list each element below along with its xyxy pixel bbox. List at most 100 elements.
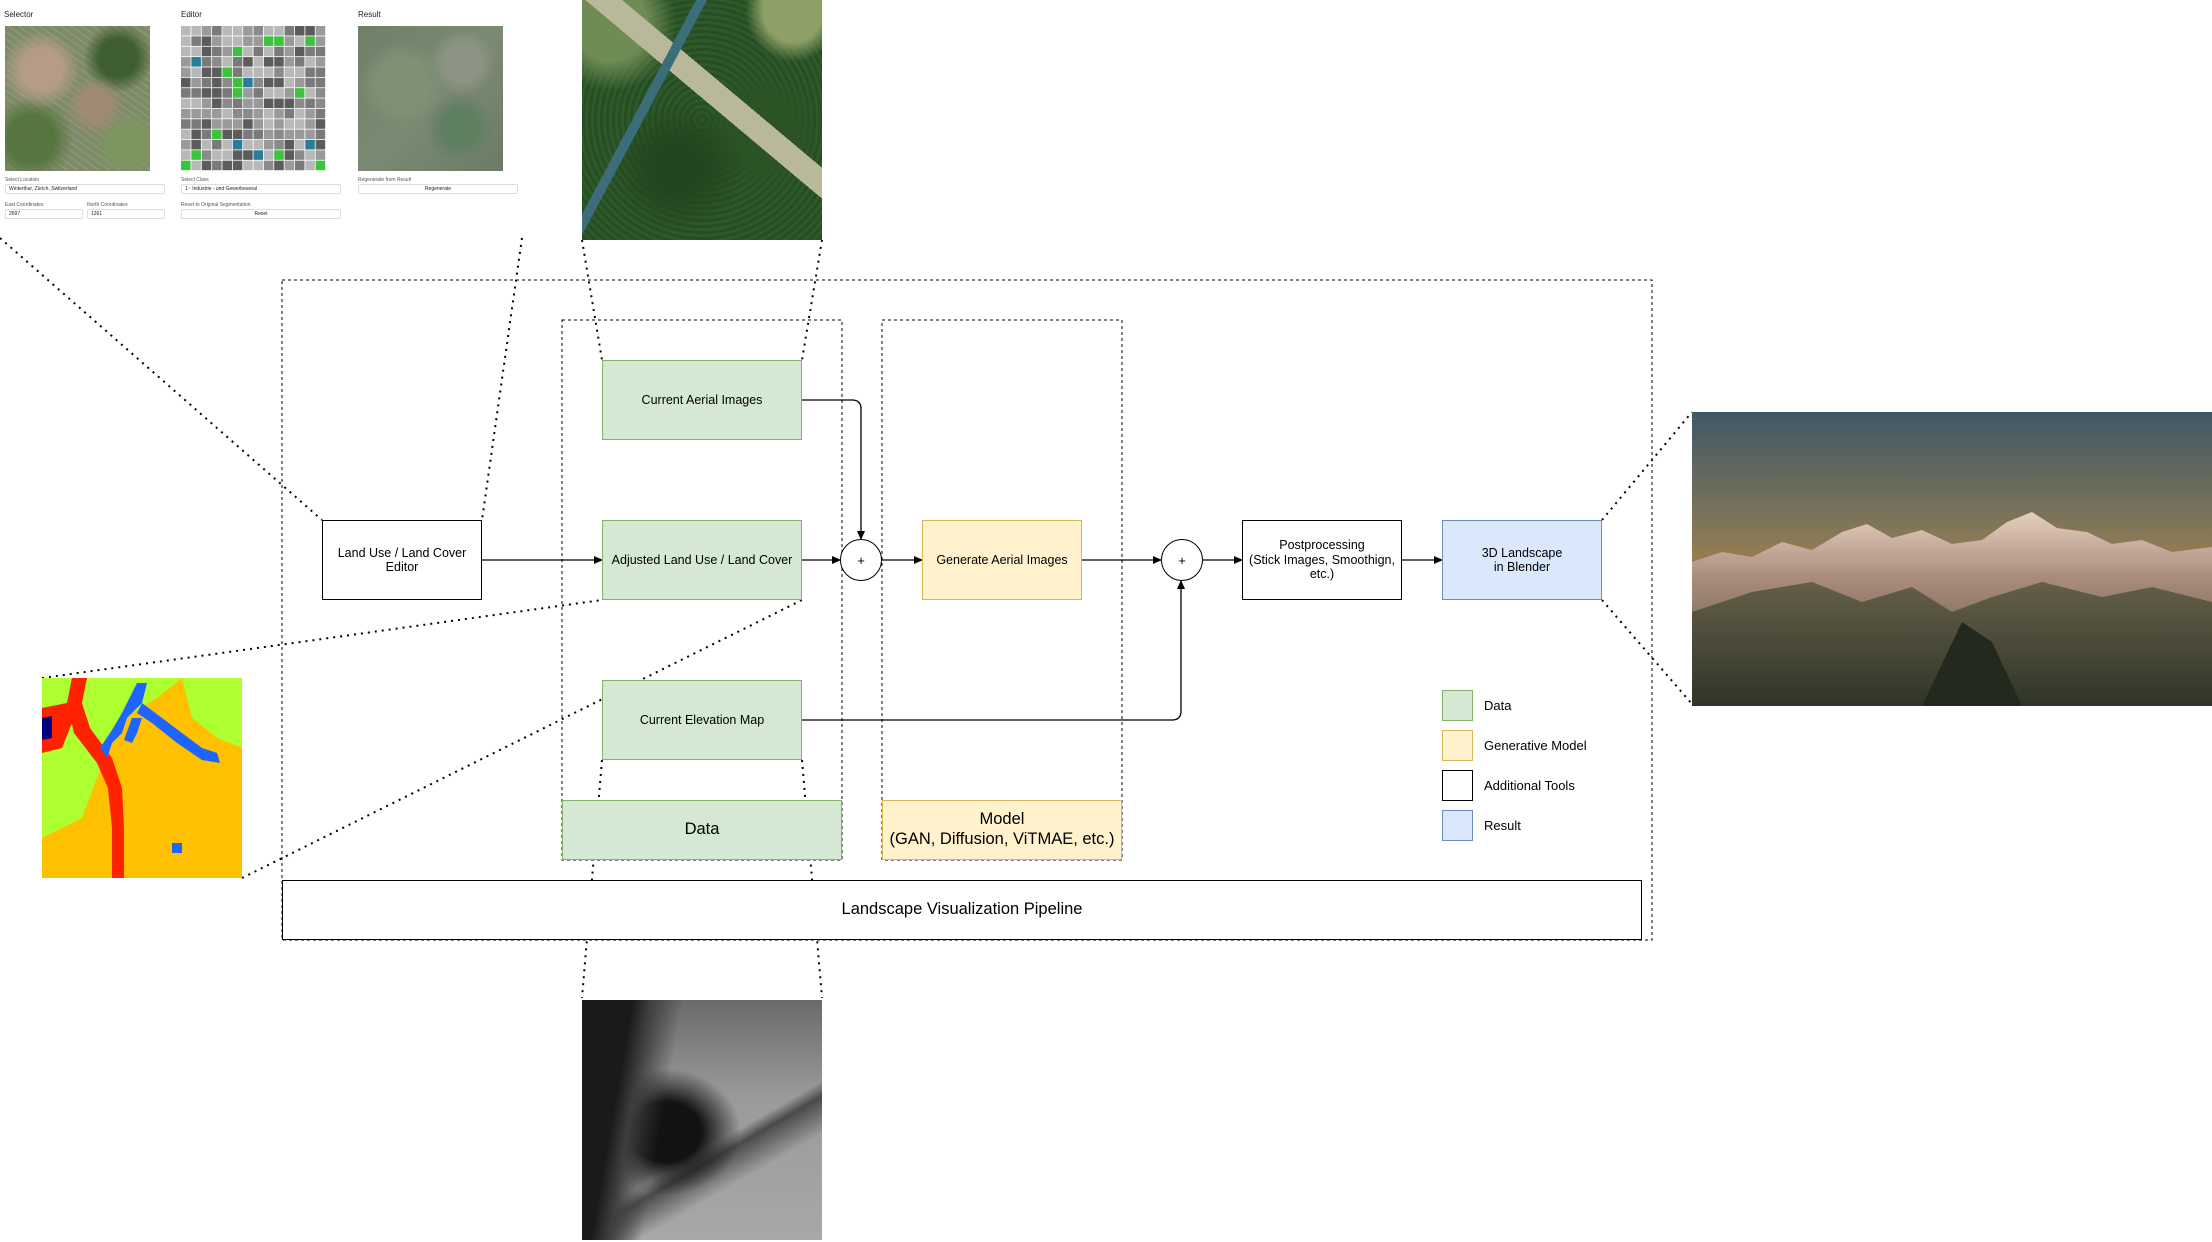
editor-grid-cell[interactable] [253,77,264,88]
editor-grid-cell[interactable] [263,57,274,67]
editor-grid-cell[interactable] [253,36,264,46]
editor-grid-cell[interactable] [181,88,191,98]
current-elevation-map-node[interactable]: Current Elevation Map [602,680,802,760]
lulc-editor-node[interactable]: Land Use / Land Cover Editor [322,520,482,600]
editor-grid-cell[interactable] [212,67,222,77]
editor-grid-cell[interactable] [294,77,305,88]
editor-grid-cell[interactable] [263,77,274,88]
editor-grid-cell[interactable] [243,46,253,57]
editor-grid-cell[interactable] [284,67,295,77]
editor-grid-cell[interactable] [294,88,305,98]
editor-grid-cell[interactable] [222,119,232,129]
editor-grid-cell[interactable] [232,46,243,57]
editor-grid-cell[interactable] [253,98,264,109]
north-coordinates-input[interactable]: 1261 [87,209,165,219]
editor-grid-cell[interactable] [253,88,264,98]
editor-grid-cell[interactable] [305,88,315,98]
editor-grid-cell[interactable] [191,160,201,171]
editor-grid-cell[interactable] [263,98,274,109]
editor-grid-cell[interactable] [232,108,243,119]
editor-grid-cell[interactable] [201,139,212,150]
editor-grid-cell[interactable] [274,160,284,171]
current-aerial-images-node[interactable]: Current Aerial Images [602,360,802,440]
editor-grid-cell[interactable] [232,160,243,171]
editor-grid-cell[interactable] [294,98,305,109]
editor-grid-cell[interactable] [274,88,284,98]
adjusted-lulc-node[interactable]: Adjusted Land Use / Land Cover [602,520,802,600]
editor-grid-cell[interactable] [253,57,264,67]
editor-grid-cell[interactable] [201,160,212,171]
editor-grid-cell[interactable] [305,160,315,171]
editor-class-grid[interactable] [181,26,326,171]
editor-grid-cell[interactable] [201,150,212,160]
editor-grid-cell[interactable] [212,88,222,98]
selector-map-image[interactable] [5,26,150,171]
editor-grid-cell[interactable] [294,119,305,129]
editor-grid-cell[interactable] [222,36,232,46]
editor-grid-cell[interactable] [181,139,191,150]
editor-grid-cell[interactable] [201,88,212,98]
editor-grid-cell[interactable] [232,57,243,67]
editor-grid-cell[interactable] [315,150,326,160]
editor-grid-cell[interactable] [284,46,295,57]
editor-grid-cell[interactable] [181,46,191,57]
editor-grid-cell[interactable] [232,26,243,36]
editor-grid-cell[interactable] [294,46,305,57]
editor-grid-cell[interactable] [274,108,284,119]
editor-grid-cell[interactable] [243,129,253,140]
editor-grid-cell[interactable] [181,119,191,129]
editor-grid-cell[interactable] [191,119,201,129]
editor-grid-cell[interactable] [263,150,274,160]
editor-grid-cell[interactable] [294,67,305,77]
editor-grid-cell[interactable] [232,98,243,109]
editor-grid-cell[interactable] [305,46,315,57]
editor-grid-cell[interactable] [201,46,212,57]
editor-grid-cell[interactable] [274,57,284,67]
editor-grid-cell[interactable] [222,108,232,119]
editor-grid-cell[interactable] [191,36,201,46]
editor-grid-cell[interactable] [294,36,305,46]
generate-aerial-images-node[interactable]: Generate Aerial Images [922,520,1082,600]
editor-grid-cell[interactable] [263,26,274,36]
editor-grid-cell[interactable] [305,108,315,119]
select-location-field[interactable]: Winterthur, Zürich, Switzerland [5,184,165,194]
east-coordinates-input[interactable]: 2697 [5,209,83,219]
editor-grid-cell[interactable] [305,77,315,88]
editor-grid-cell[interactable] [243,139,253,150]
editor-grid-cell[interactable] [201,119,212,129]
editor-grid-cell[interactable] [274,36,284,46]
editor-grid-cell[interactable] [222,26,232,36]
editor-grid-cell[interactable] [222,88,232,98]
editor-grid-cell[interactable] [212,150,222,160]
editor-grid-cell[interactable] [274,98,284,109]
editor-grid-cell[interactable] [263,88,274,98]
editor-grid-cell[interactable] [181,26,191,36]
editor-grid-cell[interactable] [263,46,274,57]
editor-grid-cell[interactable] [315,57,326,67]
editor-grid-cell[interactable] [191,67,201,77]
editor-grid-cell[interactable] [263,129,274,140]
editor-grid-cell[interactable] [243,160,253,171]
editor-grid-cell[interactable] [181,150,191,160]
editor-grid-cell[interactable] [263,160,274,171]
editor-grid-cell[interactable] [191,77,201,88]
editor-grid-cell[interactable] [274,129,284,140]
editor-grid-cell[interactable] [243,98,253,109]
editor-grid-cell[interactable] [191,98,201,109]
editor-grid-cell[interactable] [181,129,191,140]
editor-grid-cell[interactable] [263,139,274,150]
editor-grid-cell[interactable] [294,150,305,160]
editor-grid-cell[interactable] [232,67,243,77]
editor-grid-cell[interactable] [243,67,253,77]
editor-grid-cell[interactable] [315,88,326,98]
postprocessing-node[interactable]: Postprocessing (Stick Images, Smoothign,… [1242,520,1402,600]
editor-grid-cell[interactable] [305,129,315,140]
editor-grid-cell[interactable] [201,98,212,109]
editor-grid-cell[interactable] [284,108,295,119]
editor-grid-cell[interactable] [315,26,326,36]
editor-grid-cell[interactable] [274,119,284,129]
editor-grid-cell[interactable] [191,57,201,67]
editor-grid-cell[interactable] [222,46,232,57]
editor-grid-cell[interactable] [222,139,232,150]
editor-grid-cell[interactable] [243,26,253,36]
